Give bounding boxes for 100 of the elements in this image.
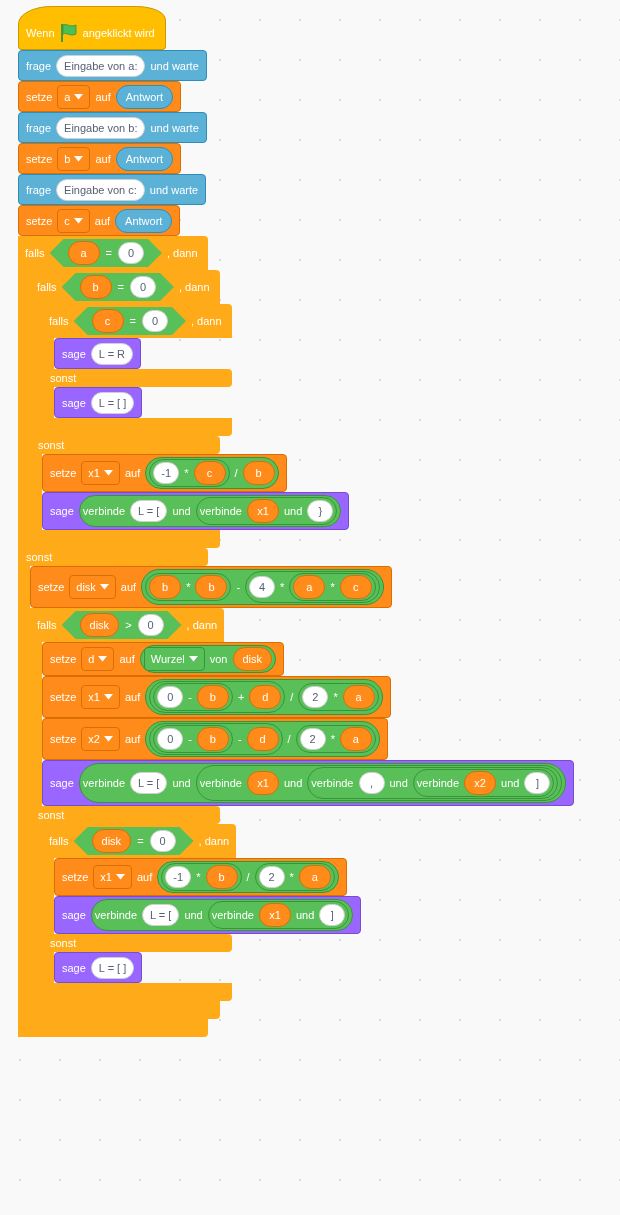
sensing-block — [18, 50, 207, 81]
input-field: -1 — [153, 462, 180, 484]
block-label: falls — [37, 281, 57, 293]
reporter-label: * — [184, 467, 189, 479]
block-label: sonst — [38, 809, 65, 821]
variable-reporter: b — [79, 275, 112, 299]
variable-block — [18, 143, 181, 174]
block-label: sage — [62, 347, 86, 360]
dropdown-menu: b — [57, 146, 91, 171]
block-label: setze — [62, 871, 89, 883]
reporter-label: von — [209, 653, 228, 665]
variable-block — [42, 642, 285, 676]
reporter-label: * — [333, 691, 338, 703]
variable-reporter: disk — [91, 829, 132, 853]
variable-reporter: b — [196, 727, 229, 751]
input-field: L = [ — [130, 772, 168, 794]
looks-block — [54, 338, 142, 369]
input-field: L = [ — [142, 904, 180, 926]
input-field: 0 — [142, 310, 168, 332]
variable-reporter: a — [67, 241, 100, 265]
reporter-label: verbinde — [82, 777, 126, 789]
reporter-label: verbinde — [82, 505, 126, 517]
block-label: angeklickt wird — [82, 27, 155, 39]
reporter-label: verbinde — [199, 505, 242, 517]
block-label: auf — [124, 691, 141, 703]
block-label: auf — [94, 214, 111, 227]
block-label: auf — [124, 733, 141, 745]
block-label: frage — [26, 59, 52, 72]
variable-block — [42, 676, 391, 718]
block-label: sage — [62, 961, 86, 974]
dropdown-menu: x2 — [81, 727, 120, 751]
block-label: , dann — [191, 315, 222, 327]
reporter-label: und — [283, 505, 303, 517]
block-label: sage — [50, 777, 74, 789]
input-field: L = [ — [130, 500, 168, 522]
answer-reporter: Antwort — [115, 146, 173, 171]
input-field: 2 — [258, 866, 285, 888]
block-label: , dann — [198, 835, 230, 847]
variable-reporter: disk — [232, 647, 273, 671]
block-label: , dann — [186, 619, 218, 631]
variable-reporter: c — [91, 309, 124, 333]
input-field: 0 — [118, 242, 144, 264]
block-label: sonst — [26, 551, 53, 563]
dropdown-menu: c — [57, 208, 90, 233]
reporter-label: / — [246, 871, 250, 883]
reporter-label: * — [330, 581, 335, 593]
block-label: auf — [120, 581, 137, 593]
block-label: auf — [95, 90, 111, 103]
input-field: } — [307, 500, 334, 522]
input-field: ] — [319, 904, 346, 926]
variable-reporter: d — [246, 727, 279, 751]
block-label: sage — [50, 505, 74, 517]
reporter-label: = — [129, 315, 136, 327]
reporter-label: und — [501, 777, 520, 789]
variable-reporter: d — [249, 685, 282, 709]
reporter-label: * — [280, 581, 285, 593]
input-field: 2 — [302, 686, 329, 708]
reporter-label: - — [188, 691, 192, 703]
reporter-label: und — [184, 909, 203, 921]
reporter-label: und — [172, 777, 191, 789]
reporter-label: / — [287, 733, 291, 745]
variable-reporter: b — [149, 575, 182, 599]
reporter-label: und — [172, 505, 191, 517]
input-field: 0 — [130, 276, 156, 298]
reporter-label: verbinde — [94, 909, 138, 921]
block-label: auf — [95, 152, 111, 165]
variable-reporter: b — [242, 461, 275, 485]
reporter-label: * — [196, 871, 201, 883]
hat-block — [18, 6, 166, 50]
reporter-label: > — [125, 619, 132, 631]
reporter-label: * — [330, 733, 335, 745]
input-field: Eingabe von c: — [56, 178, 145, 201]
variable-reporter: c — [339, 575, 372, 599]
input-field: L = [ ] — [90, 956, 135, 979]
input-field: 0 — [137, 614, 164, 636]
block-label: sage — [62, 396, 86, 409]
block-label: setze — [26, 152, 53, 165]
block-label: auf — [119, 653, 135, 665]
reporter-label: und — [283, 777, 303, 789]
block-label: sage — [62, 909, 86, 921]
block-label: setze — [50, 733, 77, 745]
block-label: sonst — [50, 937, 77, 949]
dropdown-menu: d — [81, 647, 115, 671]
block-label: Wenn — [26, 27, 55, 39]
input-field: Eingabe von a: — [56, 54, 146, 77]
block-label: setze — [38, 581, 65, 593]
input-field: 4 — [249, 576, 276, 598]
variable-reporter: b — [196, 685, 229, 709]
input-field: 0 — [157, 686, 184, 708]
reporter-label: = — [117, 281, 124, 293]
variable-block — [30, 566, 392, 608]
variable-block — [42, 454, 287, 492]
reporter-label: = — [105, 247, 112, 259]
reporter-label: - — [237, 733, 242, 745]
block-label: und warte — [149, 183, 199, 196]
block-label: , dann — [179, 281, 210, 293]
block-label: setze — [50, 467, 77, 479]
variable-reporter: disk — [79, 613, 120, 637]
reporter-label: = — [137, 835, 144, 847]
reporter-label: verbinde — [416, 777, 460, 789]
